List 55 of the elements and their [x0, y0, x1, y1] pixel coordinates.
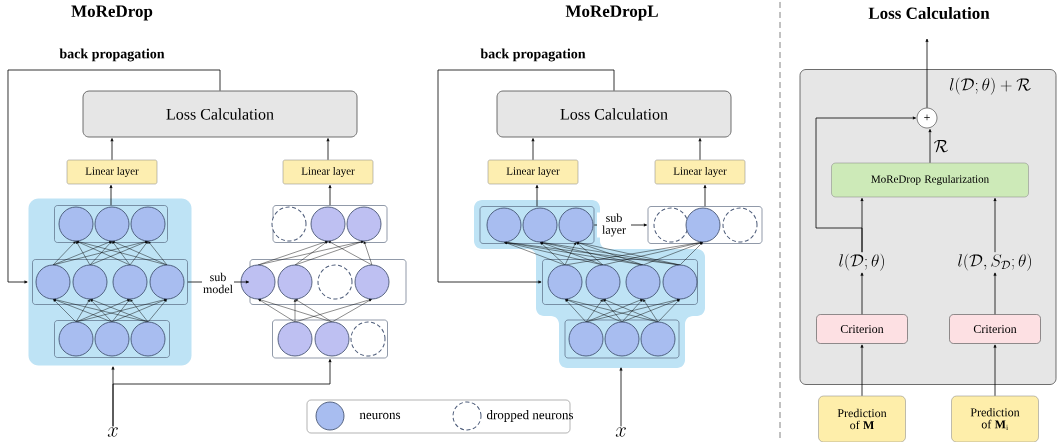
- layer-box: [479, 206, 595, 244]
- arrow: [619, 367, 623, 427]
- layer-box: [32, 259, 188, 305]
- edge-label: back propagation: [58, 47, 166, 63]
- loss-box: Loss Calculation: [496, 90, 732, 138]
- arrow: [860, 344, 864, 397]
- prediction-box: Prediction of M$_{i}$: [951, 395, 1039, 442]
- arrow: [535, 184, 539, 207]
- arrow: [698, 138, 702, 161]
- loss-formula: $l(\mathcal{D};\theta)$: [837, 252, 887, 272]
- loss-formula: $l(\mathcal{D},S_{\mathcal{D}};\theta)$: [956, 252, 1034, 272]
- arrow: [112, 359, 332, 427]
- prediction-box: Prediction of M: [818, 395, 906, 442]
- layer-box: [272, 319, 388, 359]
- edge-label: sub layer: [597, 212, 631, 238]
- layer-box: [647, 206, 763, 244]
- linear-layer-box: Linear layer: [282, 159, 374, 185]
- linear-layer-box: Linear layer: [487, 159, 579, 185]
- arrow: [7, 69, 221, 284]
- linear-layer-box: Linear layer: [66, 159, 158, 185]
- arrow: [437, 69, 615, 284]
- layer-box: [542, 259, 698, 305]
- layer-box: [249, 259, 407, 305]
- panel-heading: Loss Calculation: [868, 7, 990, 19]
- arrow: [531, 138, 535, 161]
- arrow: [993, 197, 997, 253]
- criterion-box: Criterion: [816, 314, 908, 344]
- input-symbol: $x$: [107, 427, 118, 437]
- arrow: [993, 344, 997, 397]
- arrow: [815, 116, 917, 253]
- layer-box: [272, 205, 388, 243]
- regularization-box: MoReDrop Regularization: [831, 162, 1029, 198]
- panel-heading: MoReDropL: [565, 5, 658, 21]
- arrow: [110, 138, 114, 161]
- panel-heading: MoReDrop: [71, 5, 153, 21]
- arrow: [993, 272, 997, 315]
- edge-label: sub model: [202, 271, 234, 295]
- arrow: [860, 272, 864, 315]
- layer-box: [54, 320, 170, 358]
- loss-box: Loss Calculation: [82, 90, 358, 138]
- arrow: [326, 138, 330, 161]
- linear-layer-box: Linear layer: [654, 159, 746, 185]
- arrow: [928, 129, 932, 164]
- legend-label: neurons: [359, 412, 401, 420]
- arrow: [328, 184, 332, 206]
- legend-label: dropped neurons: [486, 410, 574, 422]
- output-formula: $l(\mathcal{D};\theta)+\mathcal{R}$: [949, 77, 1031, 95]
- layer-box: [54, 205, 168, 243]
- arrow: [109, 184, 113, 206]
- criterion-box: Criterion: [949, 314, 1041, 344]
- arrow: [925, 38, 929, 109]
- input-symbol: $x$: [615, 427, 626, 437]
- layer-box: [564, 319, 680, 359]
- edge-label: back propagation: [479, 47, 587, 63]
- arrow: [703, 184, 707, 207]
